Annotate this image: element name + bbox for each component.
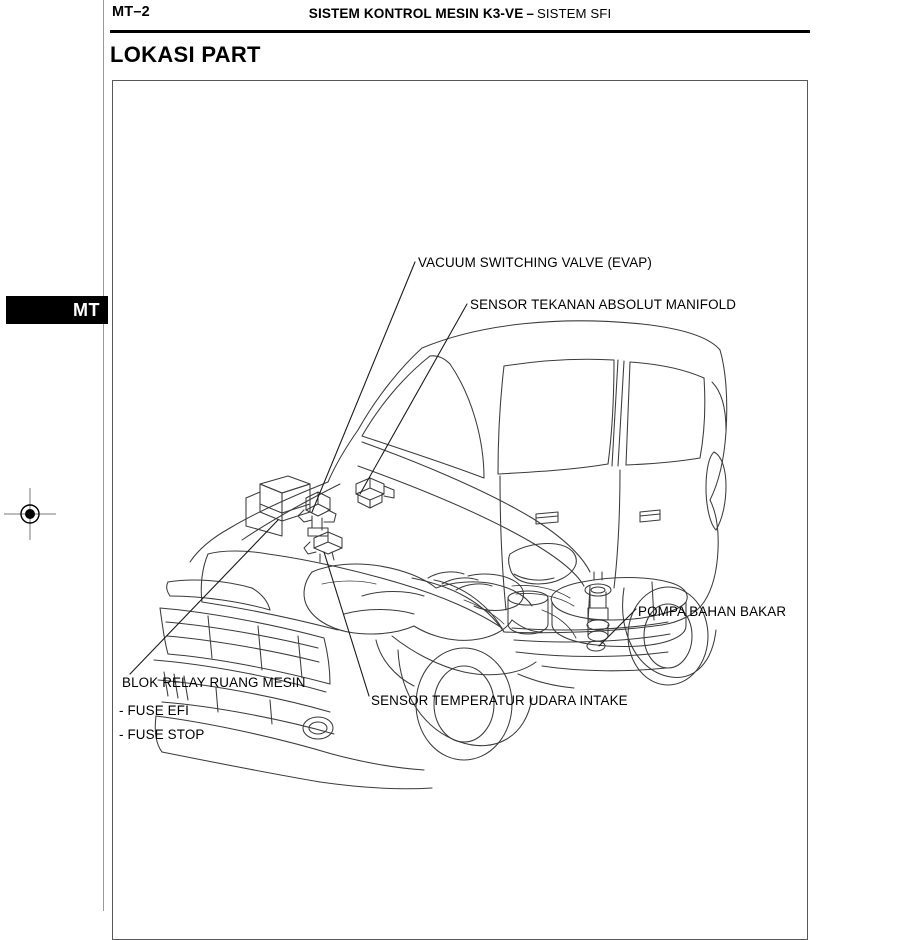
engine-room-relay-block-component: [245, 475, 311, 537]
header-title-main: SISTEM KONTROL MESIN K3-VE: [308, 6, 524, 21]
callout-label-intake-air-temperature-sensor: SENSOR TEMPERATUR UDARA INTAKE: [371, 693, 628, 708]
callout-label-engine-room-relay-block: BLOK RELAY RUANG MESIN: [122, 675, 306, 690]
side-tab-label: MT: [73, 299, 100, 320]
side-tab-mt: MT: [6, 296, 108, 324]
vacuum-switching-valve-component: [297, 491, 337, 537]
illustration-frame: [112, 80, 808, 940]
header-rule: [110, 30, 810, 33]
page-header: MT–2 SISTEM KONTROL MESIN K3-VE–SISTEM S…: [0, 0, 911, 34]
header-title-sub: SISTEM SFI: [536, 6, 612, 21]
window-glass: [361, 355, 727, 479]
hood-and-front-clip: [189, 441, 591, 633]
engine-assembly: [303, 563, 549, 687]
headlamp: [163, 579, 334, 740]
side-mirror: [507, 543, 577, 585]
callout-label-manifold-absolute-pressure-sensor: SENSOR TEKANAN ABSOLUT MANIFOLD: [470, 297, 737, 312]
callout-label-fuel-pump: POMPA BAHAN BAKAR: [638, 604, 787, 619]
section-title: LOKASI PART: [110, 42, 261, 67]
header-title-separator: –: [526, 6, 534, 21]
fuel-pump-component: [584, 571, 612, 652]
underbody: [515, 651, 669, 689]
callout-label-fuse-efi: - FUSE EFI: [119, 703, 189, 718]
registration-mark-icon: [4, 488, 56, 540]
front-grille-and-bumper: [153, 607, 433, 790]
page-edge-rule: [103, 0, 104, 911]
callout-label-vacuum-switching-valve: VACUUM SWITCHING VALVE (EVAP): [418, 255, 652, 270]
vehicle-part-location-illustration: [129, 261, 728, 790]
callout-label-fuse-stop: - FUSE STOP: [119, 727, 205, 742]
page-number: MT–2: [112, 4, 150, 20]
manifold-absolute-pressure-sensor-component: [355, 477, 395, 509]
front-wheel: [397, 647, 533, 761]
rear-lamp: [705, 451, 727, 531]
leader-lines: [129, 261, 637, 697]
intake-air-temperature-sensor-component: [303, 531, 343, 563]
engine-bay-opening: [200, 550, 503, 631]
header-title: SISTEM KONTROL MESIN K3-VE–SISTEM SFI: [110, 5, 810, 23]
wiring-harness: [321, 580, 577, 639]
